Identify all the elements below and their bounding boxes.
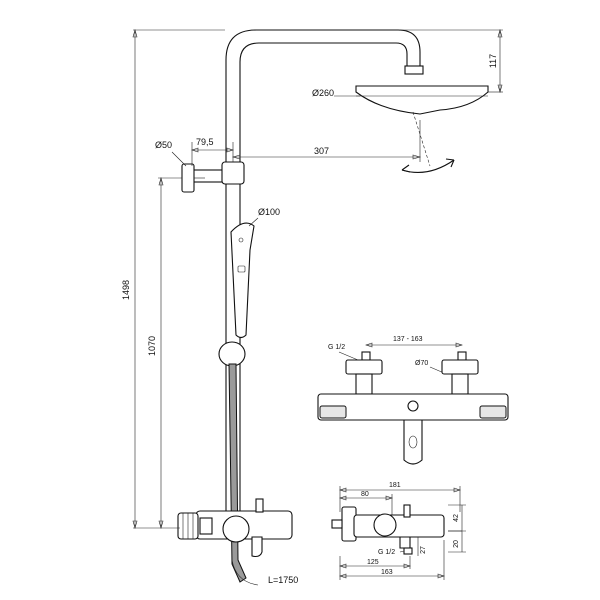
- dim-hose-length: L=1750: [268, 575, 298, 585]
- left-dimensions: 1498 1070 Ø50 79,5: [121, 28, 234, 530]
- side-outlet: [399, 536, 411, 549]
- side-body: [353, 514, 445, 538]
- hand-shower-holder: [218, 341, 246, 367]
- side-diverter-ring: [373, 513, 397, 537]
- dim-wall-offset: 79,5: [196, 137, 214, 147]
- dim-head-drop: 117: [488, 54, 498, 68]
- front-diverter-dot: [407, 400, 419, 412]
- side-depth-125: 125: [367, 559, 379, 566]
- dim-overall-height: 1498: [121, 280, 131, 300]
- dim-head-reach: 307: [314, 146, 329, 156]
- dim-hand-shower-diameter: Ø100: [258, 207, 280, 217]
- inlet-left: [345, 359, 383, 375]
- side-depth-163: 163: [381, 569, 393, 576]
- side-depth-80: 80: [361, 491, 369, 498]
- hand-shower: [230, 222, 255, 339]
- head-connector: [404, 65, 424, 75]
- front-inlet-thread: G 1/2: [328, 344, 345, 351]
- side-height-42: 42: [453, 514, 460, 522]
- side-height-27: 27: [420, 546, 427, 554]
- dim-bracket-height: 1070: [147, 336, 157, 356]
- dim-flange-diameter: Ø50: [155, 140, 172, 150]
- side-view: 181 80 42 20 27 G 1/2 125: [331, 482, 466, 580]
- right-dimensions: 117 Ø260 307 Ø100 L=1750: [231, 28, 503, 585]
- diverter-knob: [255, 498, 264, 513]
- rain-shower-head: [355, 85, 489, 115]
- front-view: G 1/2 137 - 163 Ø70: [317, 336, 509, 465]
- front-center-distance: 137 - 163: [393, 336, 423, 343]
- wall-bracket-arm: [191, 169, 227, 183]
- diverter-ring: [222, 515, 250, 543]
- shower-hose: [228, 363, 247, 583]
- side-height-20: 20: [453, 540, 460, 548]
- dim-head-diameter: Ø260: [312, 88, 334, 98]
- bracket-clamp: [221, 161, 245, 185]
- front-spout: [403, 419, 423, 465]
- riser-pipe: [225, 29, 421, 520]
- side-outlet-thread: G 1/2: [378, 549, 395, 556]
- inlet-right: [441, 359, 479, 375]
- shower-column-assembly: [177, 29, 489, 586]
- wall-flange: [181, 163, 195, 193]
- front-escutcheon-diameter: Ø70: [415, 360, 428, 367]
- side-total-depth: 181: [389, 482, 401, 489]
- bath-spout: [251, 536, 263, 558]
- rotation-arrow-icon: [401, 159, 455, 173]
